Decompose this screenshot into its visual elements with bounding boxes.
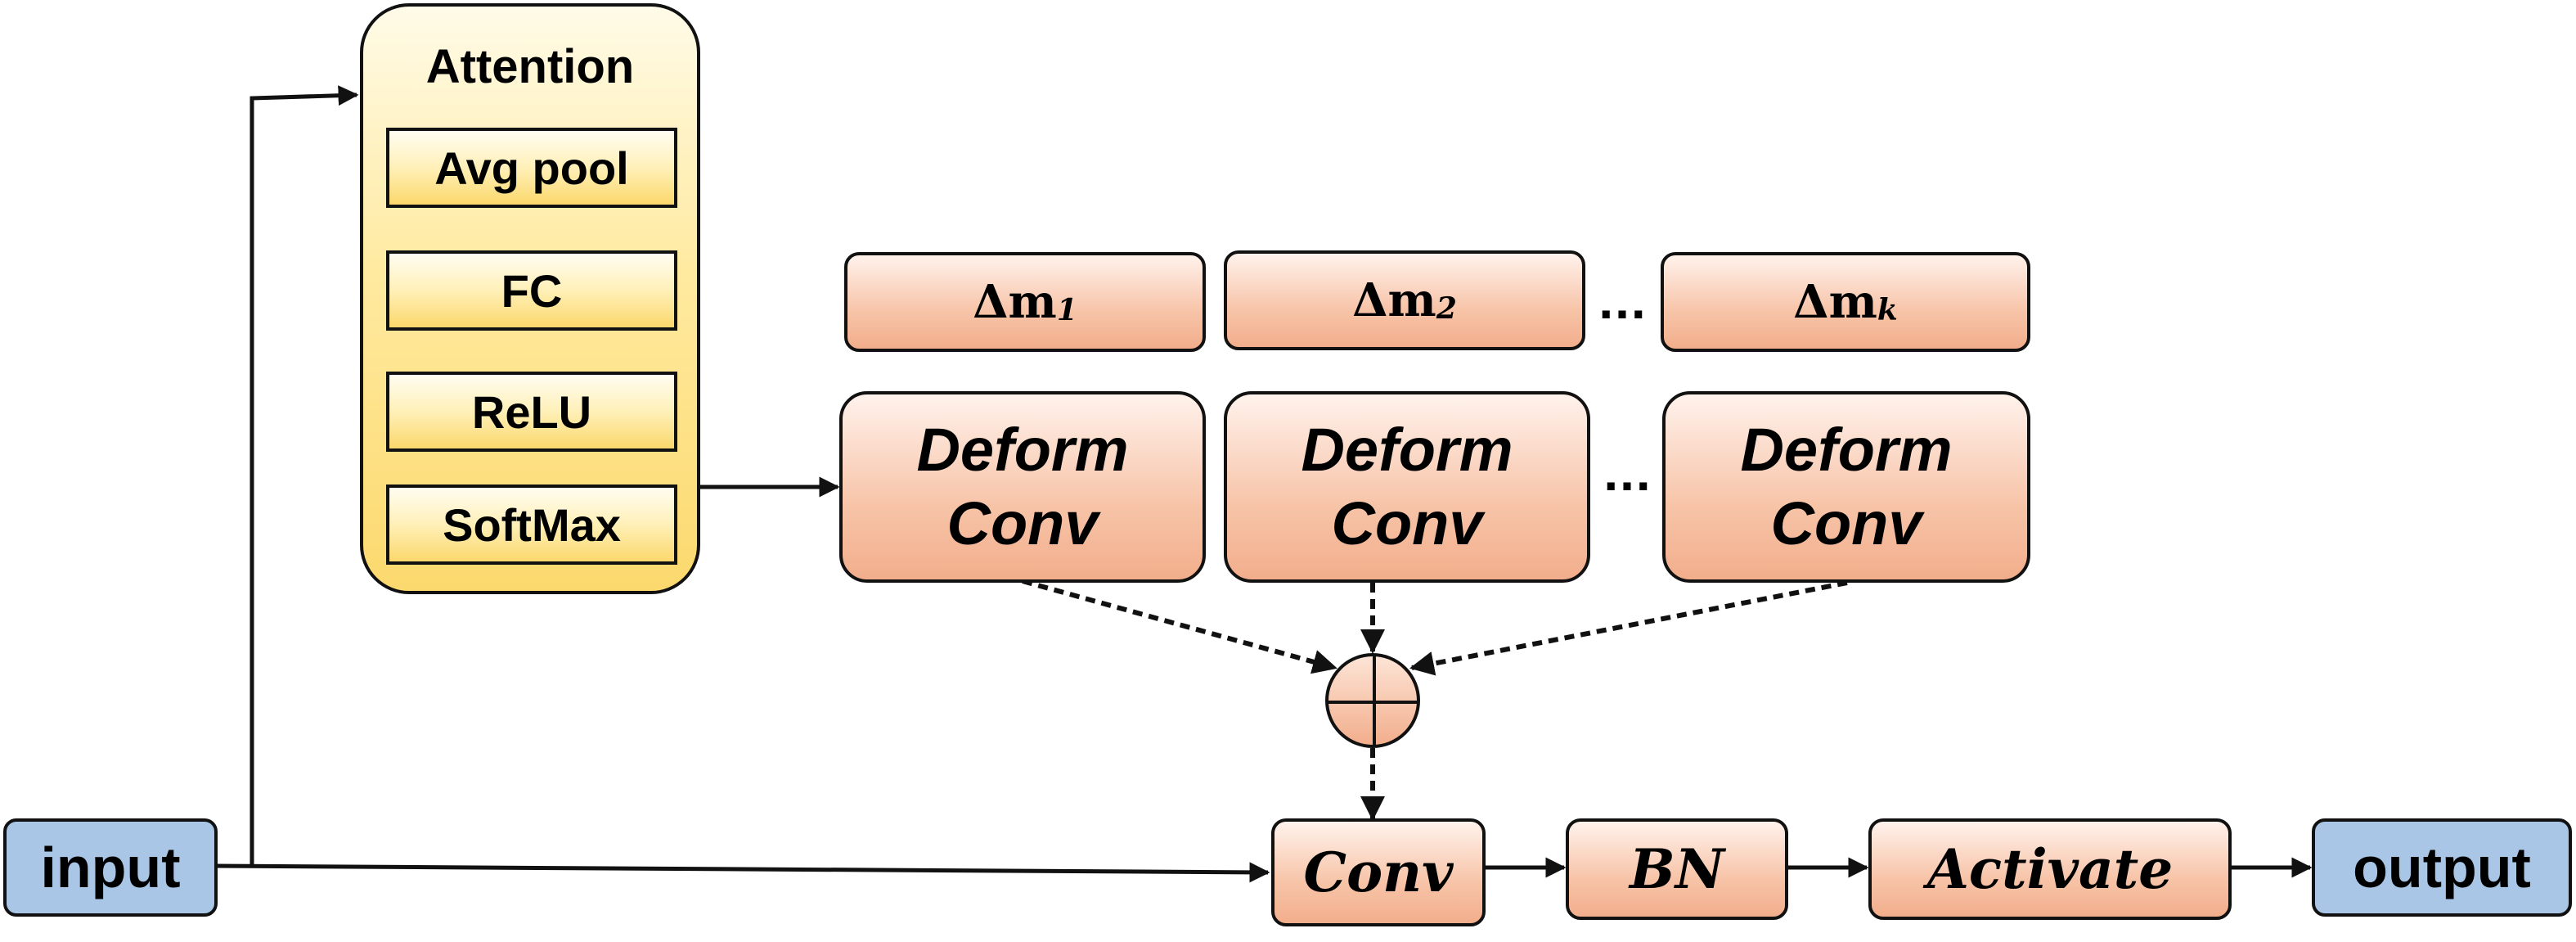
delta-1-sub: 1 [1056, 293, 1077, 327]
bn-node: BN [1566, 818, 1788, 920]
softmax-step: SoftMax [386, 485, 677, 565]
input-node: input [3, 818, 218, 917]
avg-pool-step: Avg pool [386, 128, 677, 208]
deform-conv-2-line2: Conv [1331, 489, 1483, 557]
bn-label: BN [1629, 837, 1725, 901]
activate-node: Activate [1868, 818, 2232, 920]
deform3-to-sum-arrow [1409, 580, 1848, 676]
input-label: input [40, 836, 181, 899]
conv-node: Conv [1271, 818, 1486, 926]
delta-k-base: Δm [1793, 275, 1877, 329]
deform-conv-k-line1: Deform [1740, 416, 1953, 484]
input-branch-line [250, 85, 359, 866]
delta-1-base: Δm [973, 275, 1057, 329]
conv-label: Conv [1303, 841, 1454, 904]
output-label: output [2353, 836, 2531, 899]
deform-conv-1-line2: Conv [946, 489, 1099, 557]
deform-ellipsis: ... [1603, 443, 1652, 502]
deform1-to-sum-arrow [1022, 579, 1337, 674]
deform-conv-1-line1: Deform [916, 416, 1129, 484]
deform-conv-k: Deform Conv [1662, 391, 2030, 583]
deform-conv-1: Deform Conv [839, 391, 1206, 583]
fc-step: FC [386, 250, 677, 331]
deform-conv-k-line2: Conv [1770, 489, 1922, 557]
deform-conv-2-line1: Deform [1301, 416, 1513, 484]
relu-step: ReLU [386, 372, 677, 452]
input-to-conv-arrow [214, 862, 1270, 883]
output-node: output [2312, 818, 2572, 917]
delta-k-sub: k [1877, 293, 1898, 327]
delta-2-base: Δm [1352, 273, 1436, 327]
delta-2-sub: 2 [1436, 291, 1457, 326]
activate-label: Activate [1926, 837, 2174, 901]
attention-block: Attention Avg pool FC ReLU SoftMax [360, 3, 700, 594]
deform-conv-2: Deform Conv [1224, 391, 1590, 583]
attention-title: Attention [425, 40, 635, 93]
sum-node [1325, 653, 1420, 748]
delta-ellipsis: ... [1598, 271, 1648, 330]
